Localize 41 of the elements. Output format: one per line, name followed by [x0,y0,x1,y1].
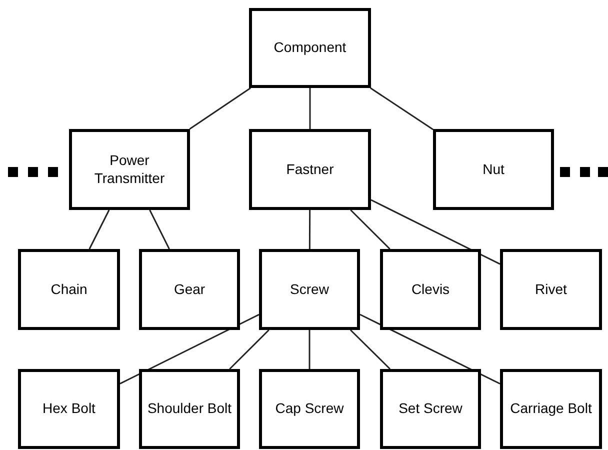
node-label: Rivet [535,280,567,298]
node-label: Nut [482,160,504,178]
node-label: Carriage Bolt [510,400,592,418]
category-box [259,369,360,449]
category-box [500,249,602,330]
node-label: Shoulder Bolt [147,400,232,418]
category-box [380,369,481,449]
connector-line [360,314,500,384]
connector-line [350,209,390,250]
connector-line [120,314,260,384]
connector-line [149,210,170,250]
connector-line [88,210,110,250]
node-label: Clevis [411,280,450,298]
node-label: Screw [290,280,329,298]
connector-line [370,87,434,130]
category-box [139,249,240,330]
connector-line [308,330,310,369]
connector-line [350,329,391,370]
node-label: Cap Screw [275,400,344,418]
category-box [249,129,371,210]
node-label: Set Screw [398,400,462,418]
connector-line [189,87,251,130]
category-box [433,129,554,210]
connector-line [229,329,270,370]
node-label: Component [274,39,346,57]
node-label: Hex Bolt [42,400,96,418]
node-label: Fastner [286,160,334,178]
connector-line [309,88,311,129]
connector-line [308,210,311,249]
node-label: Power Transmitter [93,152,166,187]
category-box [500,369,602,449]
category-box [380,249,481,330]
category-box [18,249,120,330]
category-box [18,369,120,449]
node-label: Chain [50,280,88,298]
node-label: Gear [174,280,206,298]
category-box [259,249,360,330]
connector-line [370,199,500,265]
category-box [69,129,190,210]
category-box [249,8,371,88]
category-box [139,369,240,449]
